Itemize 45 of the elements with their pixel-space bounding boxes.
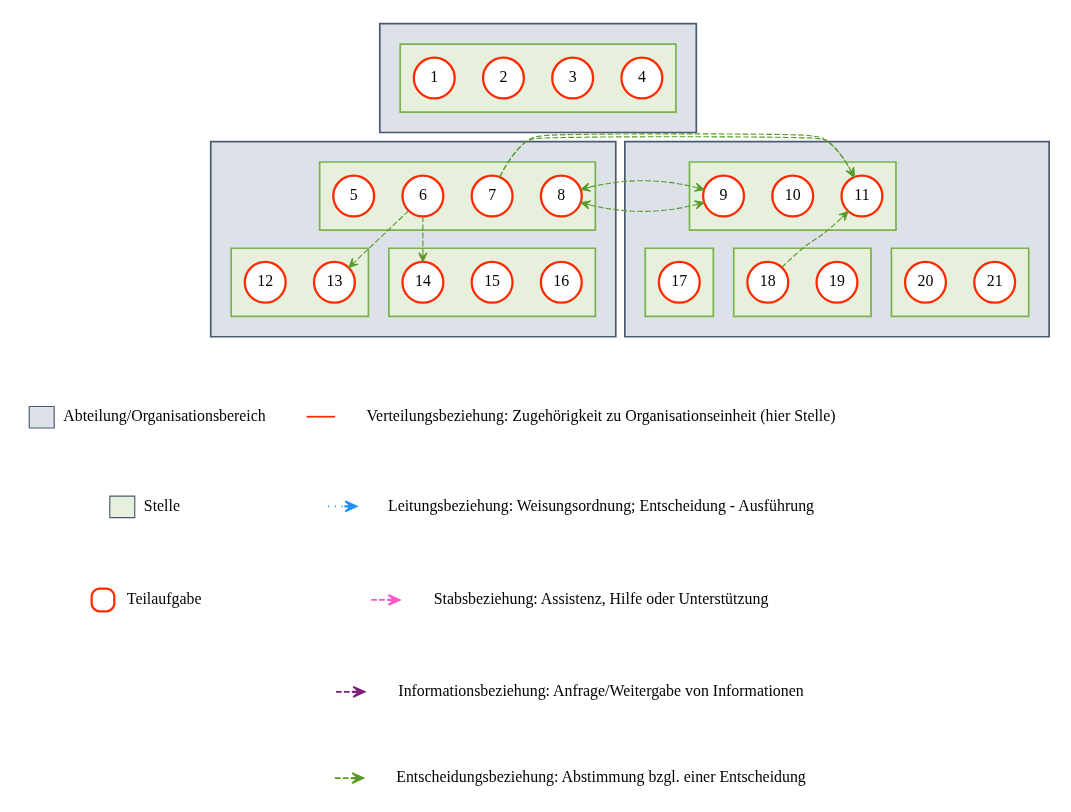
- cluster: [388, 246, 597, 317]
- node-circle: 15: [470, 260, 514, 304]
- cluster: [732, 246, 872, 317]
- cluster: [688, 160, 897, 231]
- node-circle: 5: [332, 174, 376, 218]
- arrow: [348, 210, 409, 268]
- node-circle: 11: [840, 174, 884, 218]
- legend-label: Verteilungsbeziehung: Zugehörigkeit zu Organisationseinheit (hier Stelle): [366, 406, 836, 424]
- node-circle: 18: [746, 260, 790, 304]
- node-circle: 21: [973, 260, 1017, 304]
- node-circle: 10: [771, 174, 815, 218]
- cluster: [399, 42, 677, 113]
- legend-label: Leitungsbeziehung: Weisungsordnung; Entscheidung - Ausführung: [387, 496, 815, 514]
- arrow: [781, 210, 849, 268]
- node-circle: 13: [312, 260, 356, 304]
- arrow: [580, 179, 705, 212]
- legend-label: Abteilung/Organisationsbereich: [63, 406, 266, 424]
- node-circle: 20: [903, 260, 948, 304]
- arrow: [418, 215, 428, 262]
- node-circle: 17: [657, 260, 701, 304]
- cluster: [890, 246, 1030, 317]
- cluster: [209, 140, 617, 338]
- legend-label: Stabsbeziehung: Assistenz, Hilfe oder Unterstützung: [433, 589, 769, 607]
- node-circle: 9: [702, 174, 746, 218]
- node-circle: 6: [401, 174, 445, 218]
- node-circle: 12: [243, 260, 287, 304]
- node-circle: 3: [551, 56, 595, 100]
- cluster: [230, 246, 370, 317]
- node-circle: 4: [620, 56, 664, 100]
- legend-label: Informationsbeziehung: Anfrage/Weitergabe von Informationen: [398, 681, 804, 699]
- cluster: [318, 160, 597, 231]
- legend-label: Stelle: [143, 496, 180, 514]
- legend-label: Teilaufgabe: [126, 589, 202, 607]
- node-circle: 14: [401, 260, 445, 304]
- node-circle: 7: [470, 174, 514, 218]
- node-circle: 19: [815, 260, 859, 304]
- node-circle: 1: [412, 56, 456, 100]
- legend-label: Entscheidungsbeziehung: Abstimmung bzgl. einer Entscheidung: [396, 767, 806, 785]
- arrow: [499, 132, 855, 178]
- node-circle: 8: [539, 174, 583, 218]
- cluster: [624, 140, 1050, 338]
- cluster: [378, 22, 698, 133]
- cluster: [644, 246, 715, 317]
- node-circle: 2: [481, 56, 525, 100]
- node-circle: 16: [539, 260, 583, 304]
